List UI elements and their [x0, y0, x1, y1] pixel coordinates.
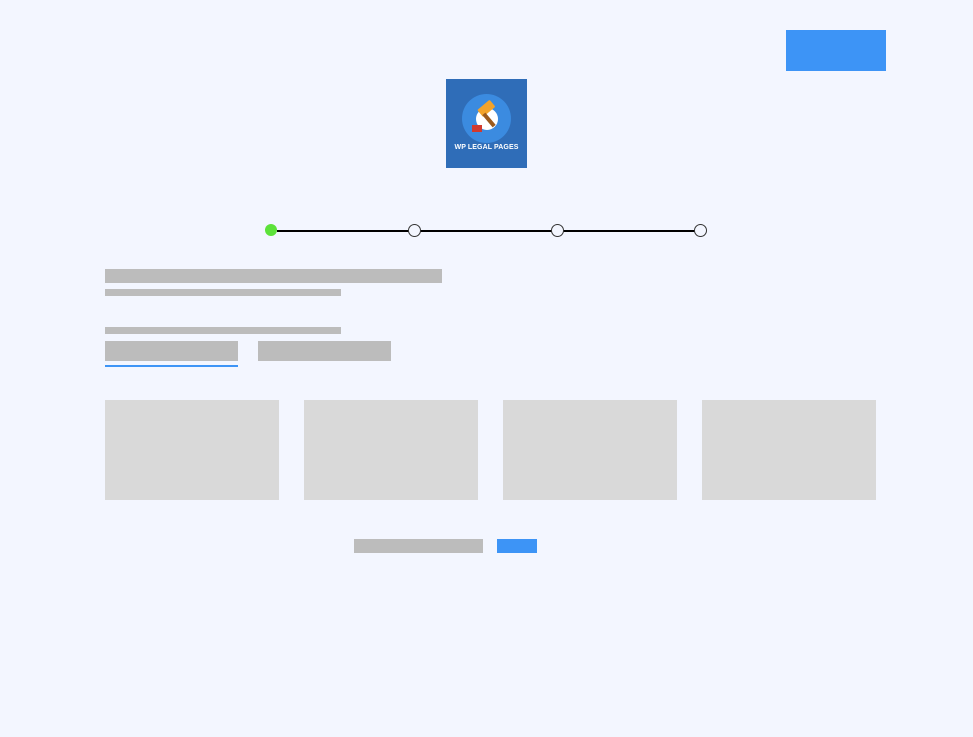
option-card-1[interactable] — [105, 400, 279, 500]
option-card-3[interactable] — [503, 400, 677, 500]
page-subtitle-placeholder — [105, 289, 341, 296]
option-card-label — [105, 400, 106, 401]
option-card-4[interactable] — [702, 400, 876, 500]
stepper-connector — [563, 230, 695, 232]
footer-link-label — [517, 546, 518, 547]
top-right-button[interactable] — [786, 30, 886, 71]
footer-link-button[interactable] — [497, 539, 537, 553]
step-2[interactable] — [408, 224, 421, 237]
wp-legal-pages-logo: WP LEGAL PAGES — [446, 79, 527, 168]
tab-1-label — [172, 351, 173, 352]
gavel-icon — [472, 100, 496, 132]
stepper-connector — [420, 230, 552, 232]
active-tab-underline — [105, 365, 238, 367]
stepper-connector — [277, 230, 409, 232]
step-1-active[interactable] — [265, 224, 277, 236]
step-3[interactable] — [551, 224, 564, 237]
tab-2-label — [325, 351, 326, 352]
option-card-label — [702, 400, 703, 401]
option-card-2[interactable] — [304, 400, 478, 500]
section-label-placeholder — [105, 327, 341, 334]
tab-1-selected[interactable] — [105, 341, 238, 361]
step-4[interactable] — [694, 224, 707, 237]
option-card-label — [503, 400, 504, 401]
tab-2[interactable] — [258, 341, 391, 361]
logo-circle — [462, 94, 511, 143]
top-right-button-label — [836, 51, 837, 52]
option-card-label — [304, 400, 305, 401]
logo-text: WP LEGAL PAGES — [454, 144, 519, 151]
footer-text-placeholder — [354, 539, 483, 553]
page-title-placeholder — [105, 269, 442, 283]
